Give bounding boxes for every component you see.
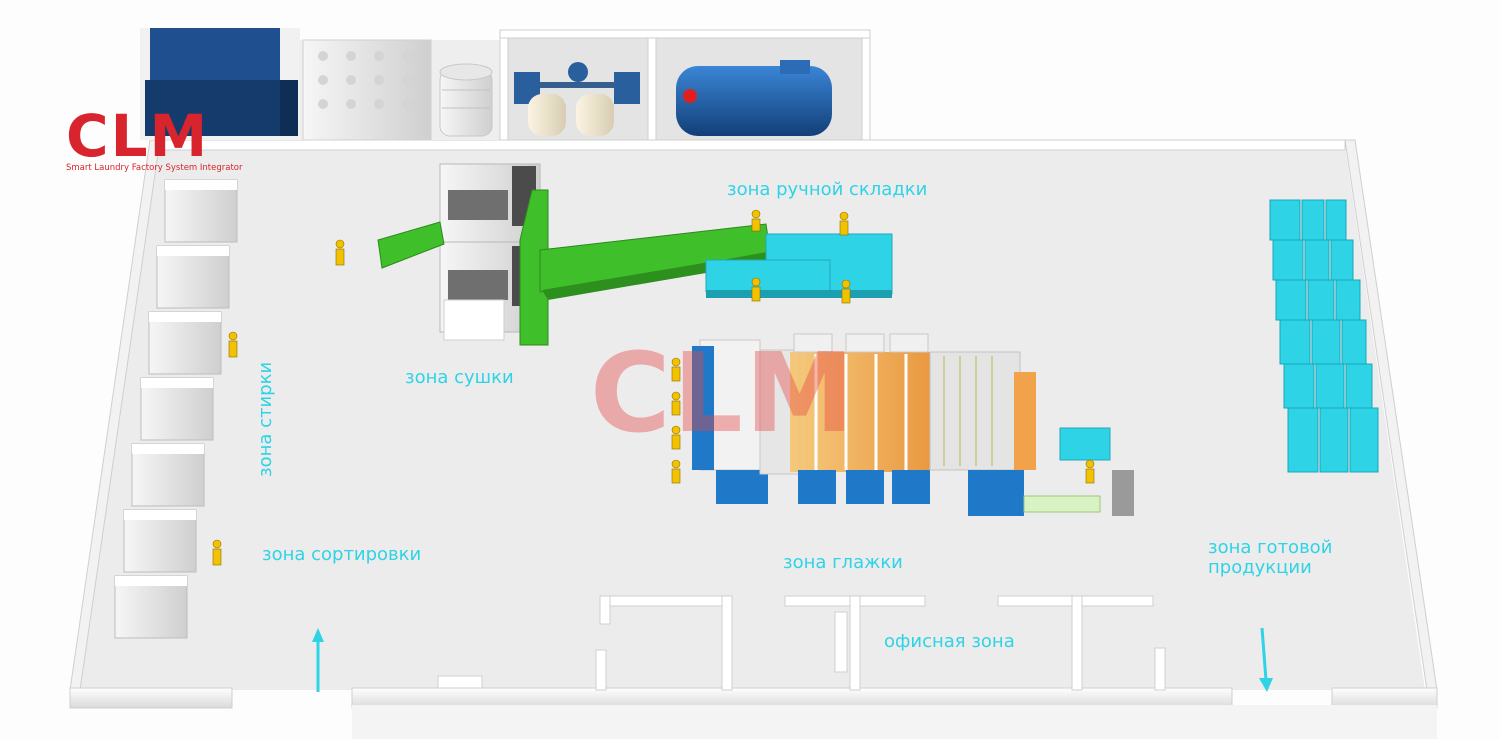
zone-label-office: офисная зона bbox=[884, 631, 1015, 652]
worker-icon bbox=[751, 209, 761, 232]
worker-icon bbox=[228, 331, 238, 358]
finished-goods-shelves bbox=[1269, 199, 1379, 473]
logo-mark: CLM bbox=[66, 102, 210, 170]
worker-icon bbox=[841, 279, 851, 304]
washer bbox=[148, 311, 222, 375]
zone-label-ironing: зона глажки bbox=[783, 552, 903, 573]
washer bbox=[131, 443, 205, 507]
worker-icon bbox=[839, 211, 849, 236]
washer bbox=[164, 179, 238, 243]
zone-label-finished-goods-2: продукции bbox=[1208, 557, 1312, 578]
zone-label-sorting: зона сортировки bbox=[262, 544, 422, 565]
washing-machines bbox=[114, 179, 238, 639]
washer bbox=[123, 509, 197, 573]
worker-icon bbox=[335, 239, 345, 266]
worker-icon bbox=[212, 539, 222, 566]
worker-icon bbox=[751, 277, 761, 302]
ironing-line bbox=[692, 333, 1134, 516]
worker-icon bbox=[1085, 459, 1095, 484]
washer bbox=[156, 245, 230, 309]
arrow-up-icon bbox=[312, 628, 324, 692]
worker-icon bbox=[671, 459, 681, 484]
worker-icon bbox=[671, 357, 681, 382]
logo-tagline: Smart Laundry Factory System Integrator bbox=[66, 163, 243, 173]
washer bbox=[114, 575, 188, 639]
workers bbox=[212, 209, 1095, 566]
worker-icon bbox=[671, 391, 681, 416]
zone-label-drying: зона сушки bbox=[405, 367, 514, 388]
office-rooms bbox=[437, 595, 1166, 691]
washer bbox=[140, 377, 214, 441]
rear-annex bbox=[140, 28, 871, 141]
zone-label-finished-goods-1: зона готовой bbox=[1208, 537, 1333, 558]
watermark: CLM bbox=[590, 329, 857, 457]
zone-label-manual-folding: зона ручной складки bbox=[727, 179, 928, 200]
zone-label-washing: зона стирки bbox=[255, 361, 276, 477]
folding-tables bbox=[705, 233, 893, 298]
company-logo: CLM Smart Laundry Factory System Integra… bbox=[66, 102, 256, 173]
arrow-down-icon bbox=[1259, 627, 1273, 692]
worker-icon bbox=[671, 425, 681, 450]
